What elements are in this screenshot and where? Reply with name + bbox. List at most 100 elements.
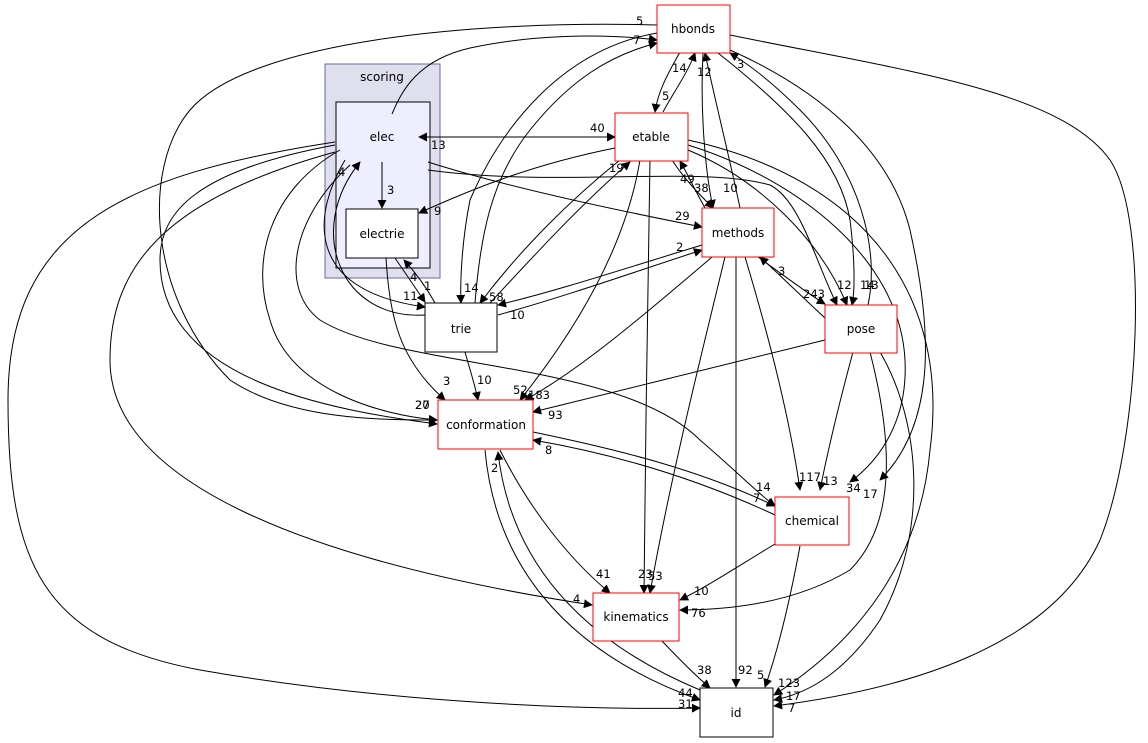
edge-methods-kinematics xyxy=(646,256,726,594)
edge-etable-chemical xyxy=(687,144,906,483)
node-id-label: id xyxy=(731,706,742,720)
node-kinematics-label: kinematics xyxy=(603,610,668,624)
edge-label: 2 xyxy=(491,461,498,475)
node-pose-box xyxy=(824,304,898,354)
edge-label: 29 xyxy=(675,209,690,223)
node-methods[interactable]: methods xyxy=(701,207,775,258)
edge-chemical-kinematics xyxy=(679,543,776,601)
edge-label: 17 xyxy=(786,689,801,703)
edge-hbonds-pose xyxy=(717,52,858,306)
cluster-scoring-title: scoring xyxy=(360,70,404,84)
edge-label: 38 xyxy=(697,663,712,677)
edge-methods-conformation xyxy=(524,256,713,401)
edge-label: 9 xyxy=(434,204,441,218)
edge-label: 7 xyxy=(753,491,760,505)
node-methods-label: methods xyxy=(712,226,765,240)
edge-label: 53 xyxy=(648,569,663,583)
node-trie[interactable]: trie xyxy=(424,302,498,353)
edge-etable-kinematics xyxy=(639,159,651,594)
node-hbonds-label: hbonds xyxy=(671,22,715,36)
node-trie-box xyxy=(424,302,498,353)
edge-label: 5 xyxy=(636,14,643,28)
edge-label: 4 xyxy=(410,270,417,284)
edge-pose-chemical xyxy=(817,351,854,491)
node-chemical[interactable]: chemical xyxy=(774,496,850,546)
edge-etable-methods xyxy=(671,159,714,209)
edge-label: 1 xyxy=(424,279,431,293)
edge-hbonds-id xyxy=(729,34,1136,710)
edge-trie-conformation xyxy=(464,351,481,401)
node-kinematics[interactable]: kinematics xyxy=(592,592,680,642)
edge-kinematics-id xyxy=(661,640,711,689)
node-electrie[interactable]: electrie xyxy=(345,208,419,259)
edge-elec-conformation-2 xyxy=(159,144,438,428)
edge-label: 31 xyxy=(678,697,693,711)
node-id[interactable]: id xyxy=(699,687,774,738)
node-kinematics-box xyxy=(592,592,680,642)
edge-label: 183 xyxy=(528,388,550,402)
node-electrie-label: electrie xyxy=(359,227,404,241)
edge-label: 14 xyxy=(672,61,687,75)
edge-electrie-conformation xyxy=(385,257,446,401)
edge-label: 5 xyxy=(757,668,764,682)
edge-label: 14 xyxy=(756,480,771,494)
node-methods-box xyxy=(701,207,775,258)
edge-label: 14 xyxy=(464,281,479,295)
edge-label: 27 xyxy=(415,398,430,412)
edge-label: 3 xyxy=(737,57,744,71)
edge-conformation-kinematics xyxy=(499,449,611,594)
node-pose[interactable]: pose xyxy=(824,304,898,354)
edge-label: 10 xyxy=(723,181,738,195)
edge-label: 7 xyxy=(788,701,795,715)
node-etable-box xyxy=(614,112,689,162)
node-conformation-box xyxy=(437,399,534,450)
node-conformation[interactable]: conformation xyxy=(437,399,534,450)
edge-hbonds-trie xyxy=(456,32,658,304)
edge-elec-id xyxy=(7,141,701,713)
edge-label: 4 xyxy=(573,592,580,606)
node-chemical-box xyxy=(774,496,850,546)
edge-label: 76 xyxy=(691,606,706,620)
edge-pose-methods xyxy=(759,256,826,319)
edge-methods-chemical xyxy=(744,256,804,491)
node-elec[interactable]: elec xyxy=(370,130,395,144)
edge-etable-pose xyxy=(687,149,849,306)
edge-pose-id xyxy=(773,351,915,703)
edge-label: 8 xyxy=(545,443,552,457)
edge-methods-hbonds xyxy=(702,52,741,209)
edge-label: 49 xyxy=(680,172,695,186)
edge-labels: 5 7 14 12 3 5 40 13 19 49 38 10 3 9 4 29… xyxy=(338,14,879,715)
node-id-box xyxy=(699,687,774,738)
edge-label: 7 xyxy=(633,33,640,47)
edge-methods-etable xyxy=(679,160,706,209)
edge-label: 13 xyxy=(823,474,838,488)
edge-hbonds-etable xyxy=(651,51,681,113)
edge-conformation-chemical xyxy=(532,431,776,507)
node-electrie-box xyxy=(345,208,419,259)
edge-methods-trie xyxy=(497,244,703,308)
edge-hbonds-chemical xyxy=(729,49,926,481)
node-etable-label: etable xyxy=(632,130,670,144)
edge-label: 10 xyxy=(477,373,492,387)
edge-label: 34 xyxy=(846,481,861,495)
edge-label: 10 xyxy=(510,308,525,322)
edge-label: 12 xyxy=(837,278,852,292)
edge-etable-electrie xyxy=(418,147,616,214)
edge-hbonds-methods xyxy=(701,52,716,209)
edge-trie-etable xyxy=(489,161,631,304)
edge-label: 117 xyxy=(799,470,821,484)
edge-chemical-id xyxy=(763,545,801,688)
node-hbonds[interactable]: hbonds xyxy=(656,4,731,54)
edge-label: 123 xyxy=(778,676,800,690)
node-hbonds-box xyxy=(656,4,731,54)
edge-elec-kinematics xyxy=(109,151,593,609)
edge-label: 58 xyxy=(489,290,504,304)
edge-elec-hbonds xyxy=(391,34,658,115)
edge-label: 52 xyxy=(513,383,528,397)
edge-label: 93 xyxy=(548,408,563,422)
node-etable[interactable]: etable xyxy=(614,112,689,162)
node-elec-label: elec xyxy=(370,130,395,144)
edge-label: 243 xyxy=(803,287,825,301)
edge-label: 12 xyxy=(697,65,712,79)
